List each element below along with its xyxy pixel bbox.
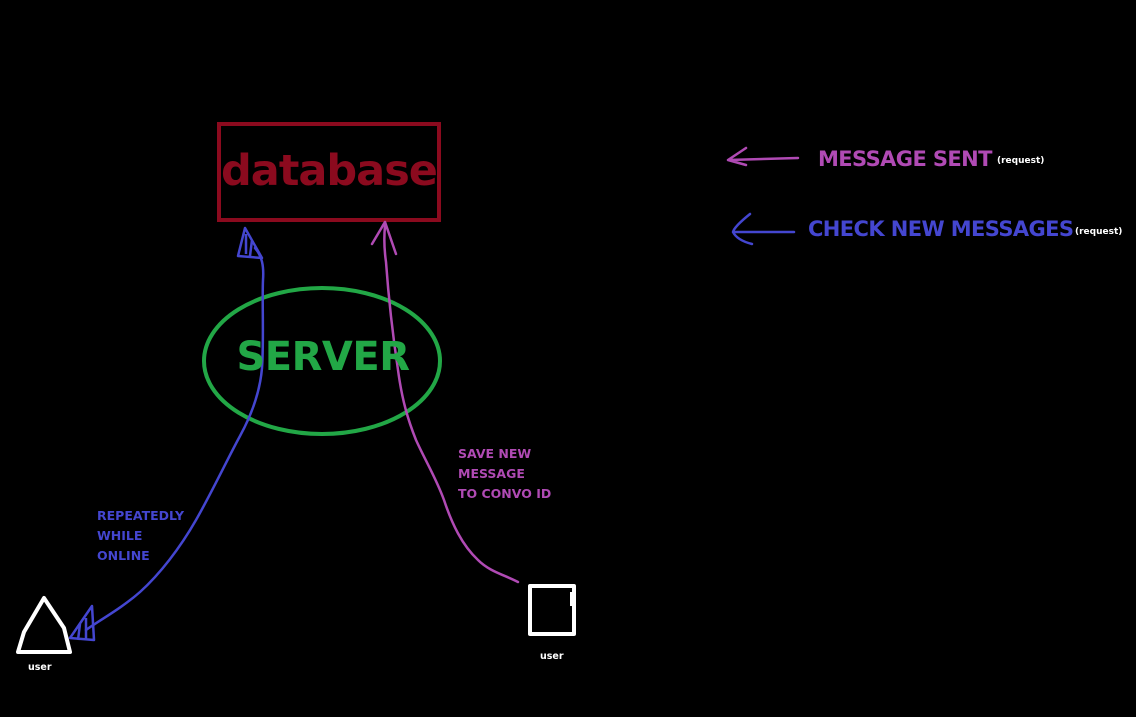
square-user-icon: [528, 584, 576, 636]
send-path-annotation-line: MESSAGE: [458, 466, 525, 481]
send-path-annotation-line: TO CONVO ID: [458, 486, 552, 501]
check-path-annotation-line: REPEATEDLY: [97, 508, 185, 523]
triangle-user-label: user: [28, 662, 52, 673]
check-path-annotation-line: ONLINE: [97, 548, 150, 563]
message-sent-path: [383, 224, 520, 584]
message-sent-arrowhead: [370, 220, 398, 256]
check-messages-path: [84, 246, 265, 632]
square-user-label: user: [540, 651, 564, 662]
legend-message-sent-arrow: [726, 146, 800, 167]
legend-check-messages-label: CHECK NEW MESSAGES: [808, 217, 1074, 241]
legend-message-sent-label: MESSAGE SENT: [818, 147, 992, 171]
database-box: [217, 122, 441, 222]
legend-check-messages-note: (request): [1075, 227, 1123, 237]
send-path-annotation-line: SAVE NEW: [458, 446, 532, 461]
send-path-annotation: SAVE NEW MESSAGE TO CONVO ID: [458, 444, 551, 504]
server-ellipse: [202, 286, 442, 436]
check-messages-tail-arrowhead: [68, 604, 96, 642]
database-label: database: [221, 146, 438, 196]
check-path-annotation-line: WHILE: [97, 528, 143, 543]
check-messages-arrowhead: [236, 226, 264, 260]
triangle-user-icon: [16, 596, 72, 654]
legend-check-messages-arrow: [731, 212, 796, 246]
legend-message-sent-note: (request): [997, 156, 1045, 166]
server-label: SERVER: [236, 334, 410, 380]
check-path-annotation: REPEATEDLY WHILE ONLINE: [97, 506, 184, 566]
